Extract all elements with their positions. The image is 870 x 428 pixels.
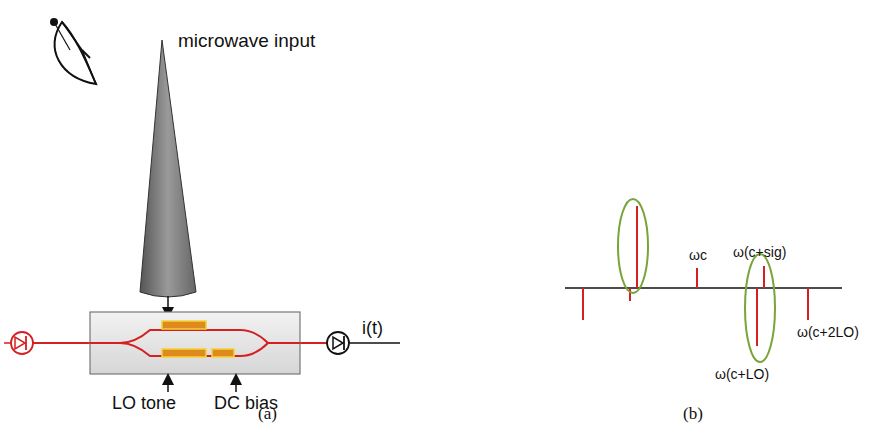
mz-arm	[120, 343, 268, 356]
panel-label: (a)	[258, 404, 277, 424]
panel-label: (b)	[683, 404, 703, 424]
port-label: LO tone	[112, 393, 176, 414]
laser-symbol	[4, 332, 33, 354]
electrode	[212, 349, 234, 357]
horn-cone	[140, 40, 196, 297]
dish-icon	[50, 18, 96, 84]
modulator-body	[90, 312, 300, 374]
frequency-label: ω(c+sig)	[733, 244, 786, 260]
photodiode-symbol	[327, 332, 349, 354]
frequency-label: ω(c+LO)	[715, 366, 769, 382]
lo-arrow	[167, 376, 169, 392]
electrode	[162, 349, 206, 357]
mz-arm	[90, 330, 300, 343]
output-wire	[348, 342, 400, 344]
dc-arrow	[235, 376, 237, 392]
electrode	[162, 321, 206, 329]
frequency-label: ωc	[689, 247, 707, 263]
frequency-label: ω(c+2LO)	[797, 324, 859, 340]
signal-label: microwave input	[178, 30, 315, 52]
highlight-ellipse	[745, 254, 775, 362]
signal-label: i(t)	[362, 318, 383, 339]
highlight-ellipse	[618, 199, 648, 293]
frequency-axis	[565, 287, 842, 289]
